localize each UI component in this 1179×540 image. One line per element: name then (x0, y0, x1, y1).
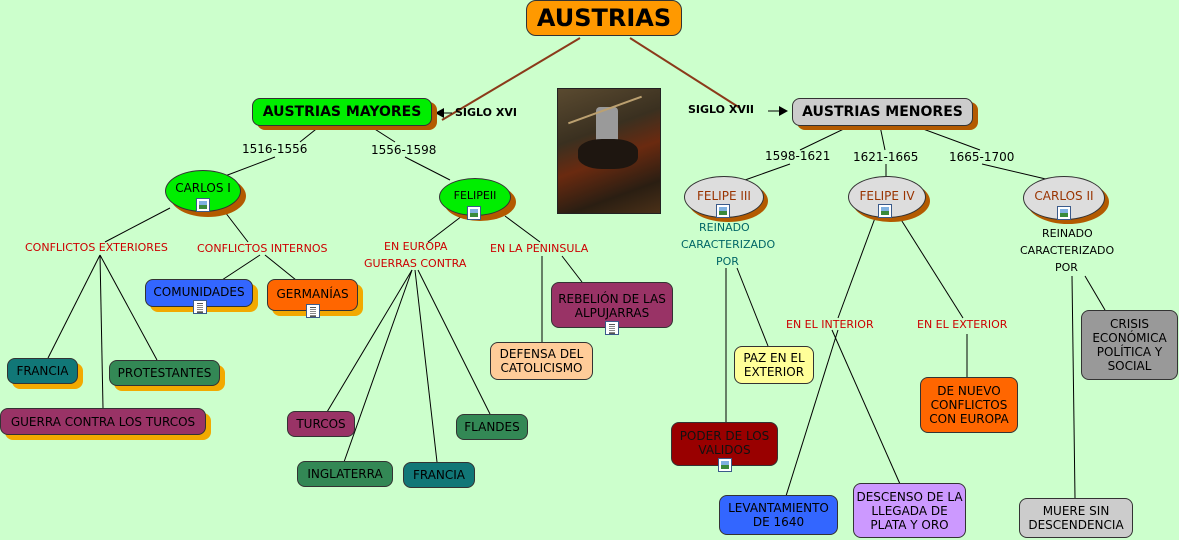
paz-exterior-node[interactable]: PAZ EN EL EXTERIOR (734, 346, 814, 384)
reinado-label: REINADO (699, 221, 750, 234)
austrias-mayores-node[interactable]: AUSTRIAS MAYORES (252, 98, 432, 126)
flandes-node[interactable]: FLANDES (456, 414, 528, 440)
king-felipe-iii[interactable]: FELIPE III (684, 176, 764, 218)
austrias-menores-node[interactable]: AUSTRIAS MENORES (792, 98, 973, 126)
title-node[interactable]: AUSTRIAS (526, 0, 682, 36)
document-icon[interactable] (193, 300, 207, 314)
defensa-catolicismo-node[interactable]: DEFENSA DEL CATOLICISMO (490, 342, 593, 380)
conflictos-exteriores-label: CONFLICTOS EXTERIORES (25, 241, 168, 254)
levantamiento-1640-node[interactable]: LEVANTAMIENTO DE 1640 (719, 495, 838, 535)
siglo-xvi-label: SIGLO XVI (455, 106, 517, 119)
image-icon[interactable] (716, 204, 730, 218)
document-icon[interactable] (605, 321, 619, 335)
period-felipe-iii: 1598-1621 (765, 149, 831, 163)
francia-node[interactable]: FRANCIA (7, 358, 78, 384)
turcos-node[interactable]: TURCOS (287, 411, 355, 437)
caracterizado-label: CARACTERIZADO (681, 238, 776, 251)
en-el-exterior-label: EN EL EXTERIOR (917, 318, 1008, 331)
en-europa-label: EN EUROPA (384, 240, 448, 253)
germanias-node[interactable]: GERMANÍAS (267, 279, 358, 311)
image-icon[interactable] (467, 206, 481, 220)
rebelion-alpujarras-node[interactable]: REBELIÓN DE LAS ALPUJARRAS (551, 282, 673, 328)
descenso-plata-oro-node[interactable]: DESCENSO DE LA LLEGADA DE PLATA Y ORO (853, 483, 966, 538)
king-felipe-iv[interactable]: FELIPE IV (848, 176, 926, 218)
muere-sin-descendencia-node[interactable]: MUERE SIN DESCENDENCIA (1019, 498, 1133, 538)
period-carlos-ii: 1665-1700 (949, 150, 1015, 164)
image-icon[interactable] (718, 458, 732, 472)
en-el-interior-label: EN EL INTERIOR (786, 318, 874, 331)
caracterizado-label: CARACTERIZADO (1020, 244, 1115, 257)
crisis-node[interactable]: CRISIS ECONÓMICA POLÍTICA Y SOCIAL (1081, 310, 1178, 380)
image-icon[interactable] (878, 204, 892, 218)
por-label: POR (716, 255, 739, 268)
period-carlos-i: 1516-1556 (242, 142, 308, 156)
conflictos-internos-label: CONFLICTOS INTERNOS (197, 242, 328, 255)
document-icon[interactable] (306, 304, 320, 318)
protestantes-node[interactable]: PROTESTANTES (109, 360, 220, 386)
image-icon[interactable] (196, 198, 210, 212)
image-icon[interactable] (1057, 206, 1071, 220)
en-la-peninsula-label: EN LA PENINSULA (490, 242, 589, 255)
conflictos-europa-node[interactable]: DE NUEVO CONFLICTOS CON EUROPA (920, 377, 1018, 433)
period-felipe-ii: 1556-1598 (371, 143, 437, 157)
period-felipe-iv: 1621-1665 (853, 150, 919, 164)
guerras-contra-label: GUERRAS CONTRA (364, 257, 467, 270)
francia-felipe-node[interactable]: FRANCIA (403, 462, 475, 488)
inglaterra-node[interactable]: INGLATERRA (297, 461, 393, 487)
guerra-turcos-node[interactable]: GUERRA CONTRA LOS TURCOS (0, 408, 206, 435)
por-label: POR (1055, 261, 1078, 274)
siglo-xvii-label: SIGLO XVII (688, 103, 755, 116)
equestrian-portrait-image (557, 88, 661, 214)
reinado-label: REINADO (1042, 227, 1093, 240)
